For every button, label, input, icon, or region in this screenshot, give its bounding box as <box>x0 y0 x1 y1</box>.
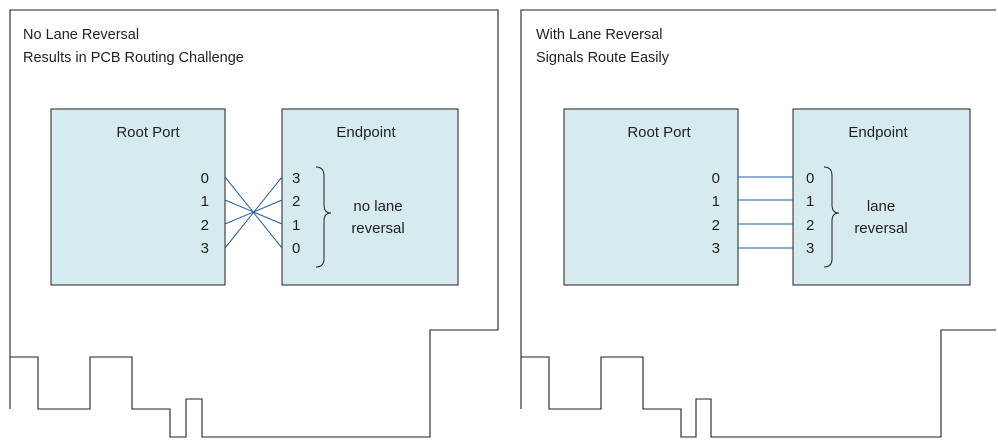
left-root-lane: 0 <box>201 170 209 187</box>
left-title-line1: No Lane Reversal <box>23 27 139 43</box>
right-root-lane: 1 <box>712 193 720 210</box>
right-root-lane: 3 <box>712 240 720 257</box>
right-endpoint-box <box>792 108 971 286</box>
left-card-outline <box>9 9 499 438</box>
right-card-outline <box>520 9 996 438</box>
left-root-lane: 1 <box>201 193 209 210</box>
right-endpoint-lane: 1 <box>806 193 814 210</box>
left-title-line2: Results in PCB Routing Challenge <box>23 50 244 66</box>
right-root-lane: 2 <box>712 217 720 234</box>
left-panel: No Lane Reversal Results in PCB Routing … <box>9 9 499 438</box>
left-crossed-wires <box>224 176 283 249</box>
right-curly-brace <box>823 166 840 268</box>
left-root-lane: 3 <box>201 240 209 257</box>
right-title-line2: Signals Route Easily <box>536 50 670 66</box>
right-endpoint-lane: 0 <box>806 170 814 187</box>
left-endpoint-lane: 0 <box>292 240 300 257</box>
right-straight-wires <box>738 176 793 249</box>
right-title-line1: With Lane Reversal <box>536 27 663 43</box>
left-root-lane: 2 <box>201 217 209 234</box>
wire-lane-3 <box>224 176 283 249</box>
left-note-line1: no lane <box>353 198 402 215</box>
right-root-port-box <box>563 108 739 286</box>
left-endpoint-lane: 2 <box>292 193 300 210</box>
left-root-port-label: Root Port <box>116 124 180 141</box>
left-note-line2: reversal <box>351 220 404 237</box>
right-note-line1: lane <box>867 198 895 215</box>
right-root-port-label: Root Port <box>627 124 691 141</box>
left-endpoint-label: Endpoint <box>336 124 396 141</box>
right-endpoint-lane: 3 <box>806 240 814 257</box>
left-endpoint-lane: 1 <box>292 217 300 234</box>
left-endpoint-lane: 3 <box>292 170 300 187</box>
right-panel: With Lane Reversal Signals Route Easily … <box>520 9 996 438</box>
right-endpoint-lane: 2 <box>806 217 814 234</box>
left-curly-brace <box>315 166 332 268</box>
right-root-lane: 0 <box>712 170 720 187</box>
right-endpoint-label: Endpoint <box>848 124 908 141</box>
right-note-line2: reversal <box>854 220 907 237</box>
left-root-port-box <box>50 108 226 286</box>
left-endpoint-box <box>281 108 459 286</box>
